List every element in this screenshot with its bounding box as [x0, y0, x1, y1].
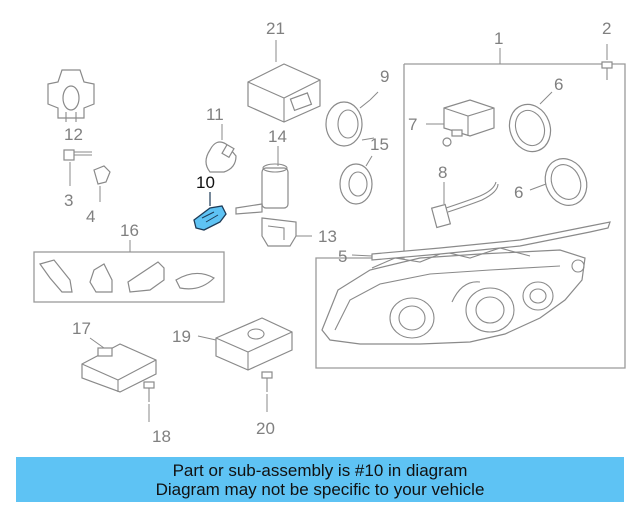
callout-6-lower: 6	[514, 183, 523, 202]
callout-20: 20	[256, 419, 275, 438]
xenon-bulb-part-14	[235, 146, 289, 215]
socket-part-15	[339, 155, 373, 205]
callout-13: 13	[318, 227, 337, 246]
screw-part-18	[143, 381, 155, 422]
headlamp-housing	[321, 247, 586, 345]
ballast-part-17	[81, 337, 157, 393]
bracket-kit-part-16	[33, 240, 225, 303]
screw-part-20	[261, 371, 273, 412]
callout-14: 14	[268, 127, 287, 146]
bolt-part-3	[63, 149, 92, 186]
info-banner: Part or sub-assembly is #10 in diagram D…	[16, 457, 624, 502]
clip-part-4	[93, 165, 111, 202]
screw-part-2	[601, 44, 613, 80]
leveling-motor-part-7	[426, 99, 495, 147]
callout-17: 17	[72, 319, 91, 338]
callout-9: 9	[380, 67, 389, 86]
cap-ring-part-6-lower	[529, 158, 588, 206]
trim-strip-part-5	[351, 221, 611, 261]
callout-8: 8	[438, 163, 447, 182]
socket-part-9	[325, 91, 379, 147]
control-module-part-21	[247, 40, 321, 123]
callout-5: 5	[338, 247, 347, 266]
headlamp-assembly-frame	[315, 48, 626, 369]
headlight-bulb-part-12	[47, 69, 95, 122]
callout-12: 12	[64, 125, 83, 144]
callout-6-top: 6	[554, 75, 563, 94]
callout-11: 11	[206, 105, 224, 124]
callout-4: 4	[86, 207, 95, 226]
callout-16: 16	[120, 221, 139, 240]
callout-18: 18	[152, 427, 171, 446]
callout-3: 3	[64, 191, 73, 210]
parts-diagram: 1 2 3 4 5 6 6 7 8 9 10 11 12 13 14 15 16…	[33, 19, 626, 446]
callout-1: 1	[494, 29, 503, 48]
callout-2: 2	[602, 19, 611, 38]
callout-15: 15	[370, 135, 389, 154]
connector-part-8	[430, 181, 499, 229]
callout-10: 10	[196, 173, 215, 192]
highlighted-bulb-part-10[interactable]	[193, 192, 227, 231]
banner-line-1: Part or sub-assembly is #10 in diagram	[172, 461, 468, 480]
cap-ring-part-6-top	[508, 91, 553, 153]
bracket-part-13	[261, 217, 312, 247]
callout-7: 7	[408, 115, 417, 134]
bulb-part-11	[205, 124, 237, 173]
callout-19: 19	[172, 327, 191, 346]
banner-line-2: Diagram may not be specific to your vehi…	[155, 480, 485, 499]
callout-21: 21	[266, 19, 285, 38]
ballast-part-19	[197, 317, 293, 371]
